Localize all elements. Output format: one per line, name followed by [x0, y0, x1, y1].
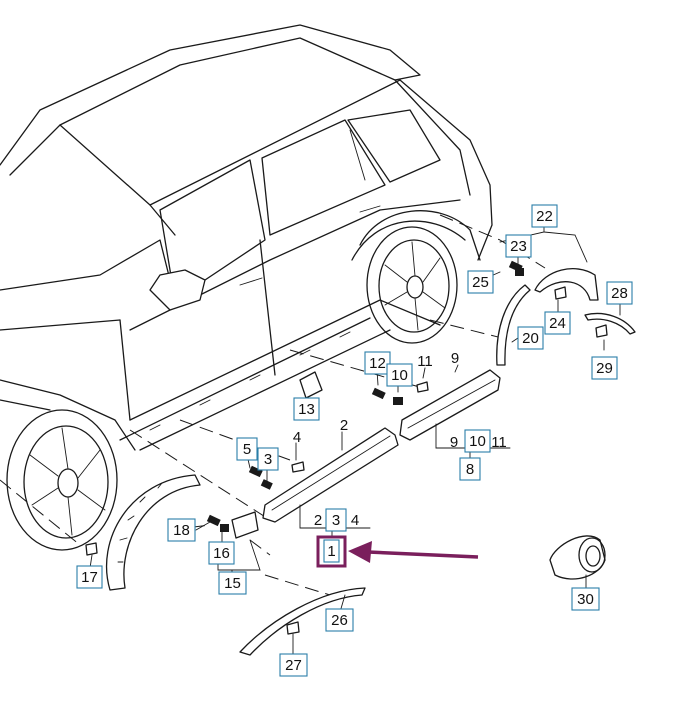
label-28[interactable]: 28 [606, 281, 633, 305]
svg-text:1: 1 [327, 543, 335, 560]
svg-text:13: 13 [298, 401, 315, 418]
trim-piece-part-13 [299, 371, 323, 399]
label-13[interactable]: 13 [293, 397, 320, 421]
svg-text:16: 16 [213, 545, 230, 562]
svg-text:23: 23 [510, 238, 527, 255]
svg-text:10: 10 [469, 433, 486, 450]
label-24[interactable]: 24 [544, 311, 571, 335]
label-5[interactable]: 5 [236, 437, 258, 461]
mud-flap [231, 511, 259, 539]
svg-text:25: 25 [472, 274, 489, 291]
label-17[interactable]: 17 [76, 565, 103, 589]
svg-text:3: 3 [264, 451, 272, 468]
highlight-arrow [348, 541, 479, 563]
svg-text:27: 27 [285, 657, 302, 674]
label-3-upper[interactable]: 3 [257, 447, 279, 471]
car-body-outline [0, 24, 493, 451]
svg-text:24: 24 [549, 315, 566, 332]
svg-text:10: 10 [391, 367, 408, 384]
svg-text:28: 28 [611, 285, 628, 302]
plain-label-2-upper[interactable]: 2 [340, 417, 348, 434]
tape-roll-part-30 [549, 535, 606, 580]
trim-strip-part-26 [239, 587, 366, 656]
plain-label-9-lower[interactable]: 9 [450, 434, 458, 451]
plain-label-11-upper[interactable]: 11 [417, 353, 433, 370]
label-10-lower[interactable]: 10 [464, 429, 491, 453]
label-27[interactable]: 27 [279, 653, 308, 677]
highlighted-part-label[interactable]: 1 [316, 535, 347, 568]
sill-trim-part-2 [262, 427, 399, 523]
plain-label-9-upper[interactable]: 9 [451, 350, 459, 367]
label-15[interactable]: 15 [218, 571, 247, 595]
svg-text:12: 12 [369, 355, 386, 372]
wheel-arch-trim-part-15 [105, 474, 201, 591]
svg-text:15: 15 [224, 575, 241, 592]
label-8[interactable]: 8 [459, 457, 481, 481]
plain-label-11-lower[interactable]: 11 [491, 434, 507, 451]
label-30[interactable]: 30 [571, 587, 600, 611]
svg-text:29: 29 [596, 360, 613, 377]
svg-text:30: 30 [577, 591, 594, 608]
label-25[interactable]: 25 [467, 270, 494, 294]
label-20[interactable]: 20 [517, 326, 544, 350]
svg-text:20: 20 [522, 330, 539, 347]
label-18[interactable]: 18 [167, 518, 196, 542]
label-23[interactable]: 23 [505, 234, 532, 258]
svg-text:17: 17 [81, 569, 98, 586]
svg-text:18: 18 [173, 522, 190, 539]
rear-arch-trim-part-20 [496, 284, 531, 366]
label-29[interactable]: 29 [591, 356, 618, 380]
label-22[interactable]: 22 [531, 204, 558, 228]
svg-text:26: 26 [331, 612, 348, 629]
trim-strip-part-28 [584, 312, 636, 335]
svg-text:22: 22 [536, 208, 553, 225]
svg-text:5: 5 [243, 441, 251, 458]
label-16[interactable]: 16 [208, 541, 235, 565]
label-10[interactable]: 10 [386, 363, 413, 387]
plain-label-4-upper[interactable]: 4 [293, 429, 301, 446]
svg-text:8: 8 [466, 461, 474, 478]
rear-arch-trim-part-22 [534, 268, 599, 301]
clips-and-screws [85, 260, 608, 635]
front-wheel [6, 409, 118, 551]
label-12[interactable]: 12 [364, 351, 391, 375]
label-26[interactable]: 26 [325, 608, 354, 632]
label-3-lower[interactable]: 3 [325, 508, 347, 532]
rear-wheel [366, 226, 458, 344]
plain-label-4-lower[interactable]: 4 [351, 512, 359, 529]
plain-label-2-lower[interactable]: 2 [314, 512, 322, 529]
svg-text:3: 3 [332, 512, 340, 529]
